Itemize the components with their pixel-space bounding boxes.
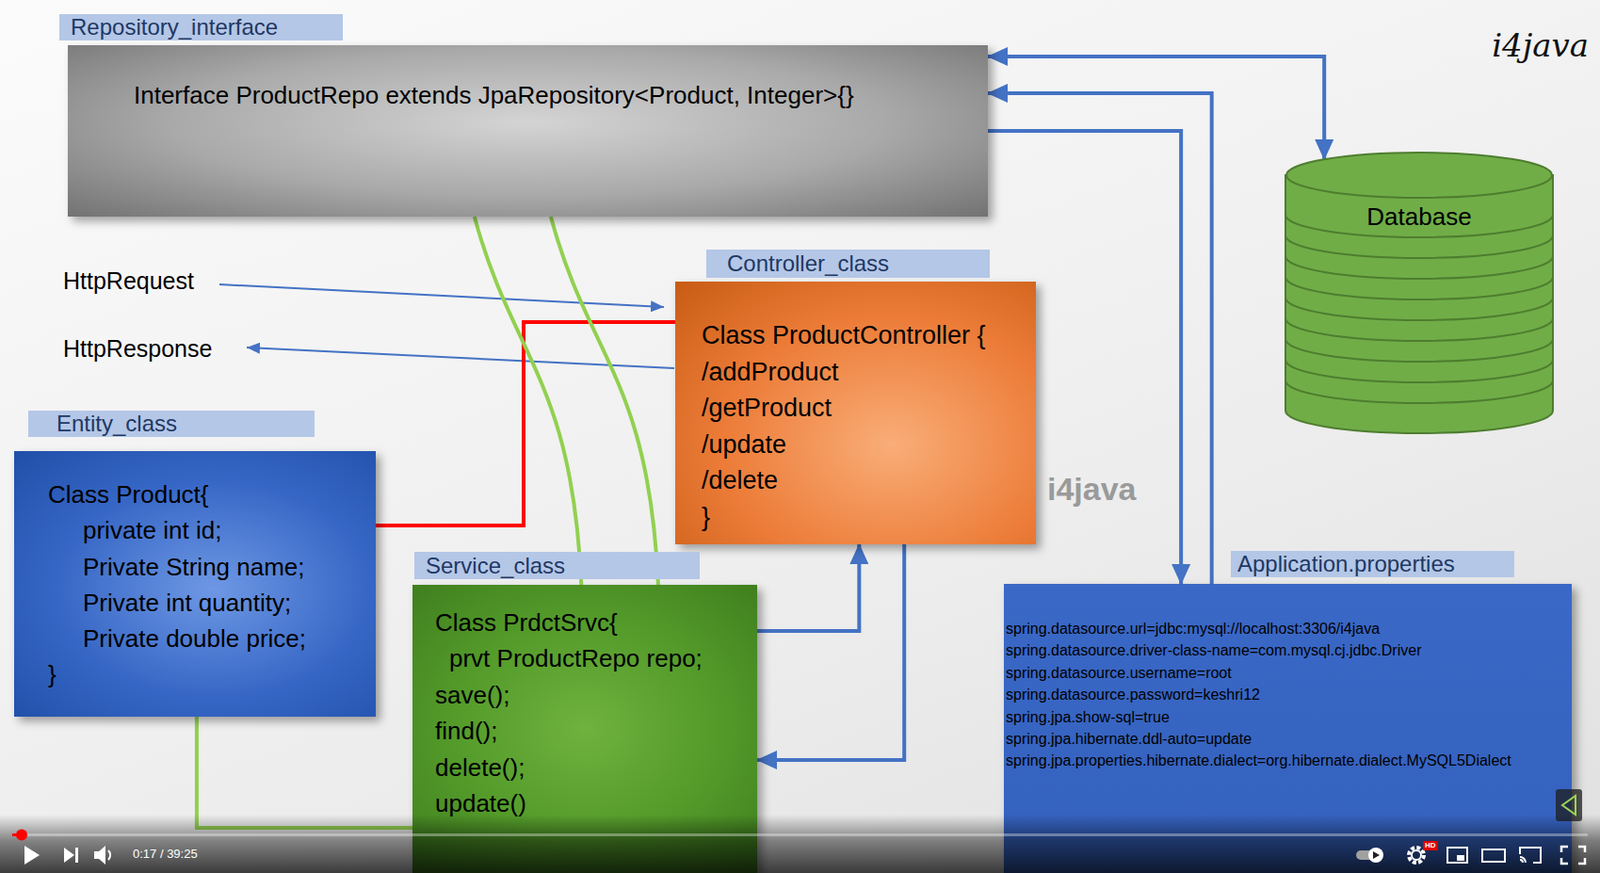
- code-line: Class ProductController {: [701, 317, 986, 355]
- code-line: delete();: [435, 749, 525, 786]
- cylinder-body: [1285, 175, 1553, 434]
- next-icon: [75, 847, 79, 863]
- http-request-label: HttpRequest: [63, 267, 194, 295]
- volume-icon: [108, 850, 111, 860]
- progress-knob: [16, 829, 28, 841]
- code-line: spring.jpa.hibernate.ddl-auto=update: [1005, 727, 1568, 750]
- cylinder-ridge: [1285, 297, 1553, 321]
- cylinder-ridge: [1285, 318, 1553, 341]
- controller-box: Controller_classClass ProductController …: [675, 281, 1036, 545]
- cylinder-ridge: [1285, 276, 1553, 300]
- repository-box: Repository_interfaceInterface ProductRep…: [67, 45, 988, 217]
- cylinder-ridge: [1285, 256, 1553, 279]
- code-line: save();: [435, 677, 510, 713]
- section-heading: Entity_class: [28, 410, 315, 437]
- connector: [474, 216, 582, 585]
- connector: [550, 216, 659, 585]
- entity-box: Entity_classClass Product{private int id…: [14, 451, 376, 717]
- play-icon: [24, 845, 40, 865]
- section-heading: Controller_class: [706, 249, 990, 278]
- code-line: /getProduct: [701, 389, 832, 427]
- video-player-bar: 0:17 / 39:25 HD: [0, 814, 1600, 873]
- next-icon: [64, 847, 75, 863]
- progress-track: [12, 833, 1588, 837]
- request-arrow: [219, 284, 664, 308]
- cylinder-ridge: [1285, 380, 1553, 404]
- code-line: spring.jpa.show-sql=true: [1005, 706, 1568, 728]
- settings-gear: [1408, 847, 1424, 863]
- database-cylinder: Database: [1285, 152, 1553, 434]
- video-time: 0:17 / 39:25: [132, 846, 198, 861]
- miniplayer-icon: [1447, 847, 1468, 863]
- code-line: prvt ProductRepo repo;: [449, 640, 703, 677]
- code-line: Private double price;: [82, 620, 307, 657]
- connector: [757, 544, 905, 760]
- code-line: /update: [701, 426, 787, 464]
- code-line: }: [701, 499, 711, 536]
- autoplay-toggle: [1373, 851, 1380, 859]
- code-line: spring.datasource.url=jdbc:mysql://local…: [1005, 617, 1568, 640]
- cylinder-ridge: [1285, 339, 1553, 362]
- connector: [375, 322, 676, 526]
- cylinder-top: [1286, 152, 1552, 198]
- code-line: spring.datasource.driver-class-name=com.…: [1005, 639, 1568, 662]
- code-line: }: [48, 656, 57, 693]
- fullscreen-icon: [1561, 846, 1585, 864]
- connector: [196, 716, 413, 828]
- volume-icon: [94, 845, 106, 865]
- section-heading: Application.properties: [1230, 550, 1515, 578]
- cylinder-shape: [1285, 152, 1553, 434]
- code-line: Interface ProductRepo extends JpaReposit…: [133, 80, 855, 110]
- code-line: spring.datasource.username=root: [1005, 662, 1568, 684]
- autoplay-toggle: [1368, 847, 1384, 863]
- cylinder-ridge: [1285, 359, 1553, 383]
- cast-icon: [1519, 847, 1541, 863]
- logo-text: i4java: [1491, 26, 1589, 65]
- code-line: find();: [435, 712, 498, 749]
- section-heading: Service_class: [414, 551, 700, 580]
- code-line: Class Product{: [48, 476, 210, 513]
- code-line: Class PrdctSrvc{: [435, 604, 618, 641]
- cylinder-ridge: [1285, 235, 1553, 259]
- connector: [757, 544, 859, 631]
- player-icons: [0, 814, 1600, 873]
- theater-icon: [1482, 849, 1505, 862]
- watermark: i4java: [1047, 470, 1137, 508]
- code-line: /delete: [701, 462, 778, 500]
- http-response-label: HttpResponse: [63, 335, 212, 363]
- code-line: /addProduct: [701, 354, 840, 391]
- node-label: Database: [1285, 197, 1553, 236]
- connector: [987, 56, 1325, 160]
- code-line: private int id;: [82, 512, 222, 549]
- code-line: spring.jpa.properties.hibernate.dialect=…: [1005, 749, 1568, 772]
- miniplayer-icon: [1456, 855, 1465, 861]
- section-heading: Repository_interface: [59, 14, 343, 41]
- hd-badge: HD: [1422, 840, 1439, 851]
- code-line: Private String name;: [82, 549, 306, 585]
- collapse-icon: [1555, 789, 1583, 822]
- code-line: spring.datasource.password=keshri12: [1005, 683, 1568, 706]
- cast-icon: [1519, 856, 1526, 863]
- code-line: Private int quantity;: [82, 584, 291, 621]
- collapse-icon: [1562, 795, 1576, 815]
- settings-gear: [1411, 850, 1422, 860]
